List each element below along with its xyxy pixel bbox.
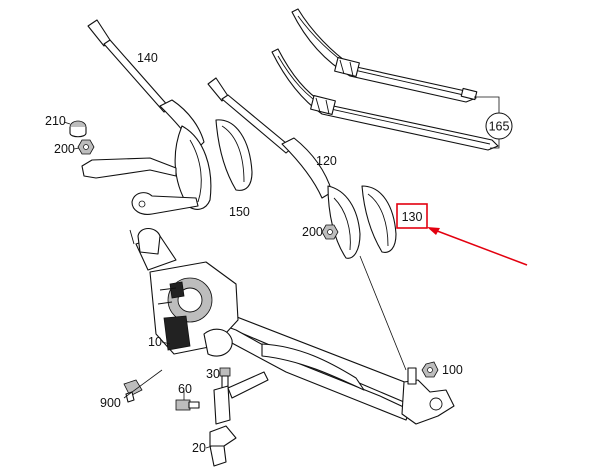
bolt-30 [219,367,231,389]
leader-200-left [73,147,80,150]
cap-210 [69,120,87,138]
cover-cap-130 [361,185,397,253]
nut-200-right [321,224,339,240]
callout-200-right: 200 [302,225,323,239]
leader-210 [63,121,71,125]
callout-130: 130 [402,210,423,224]
leader-pivot-right [359,255,407,371]
callout-120: 120 [316,154,337,168]
nut-200-left [77,139,95,155]
callout-10: 10 [148,335,162,349]
callout-165: 165 [489,120,510,134]
wiper-blade-lower [271,48,499,151]
mounting-bracket [213,371,269,425]
bracket-20 [209,425,237,467]
highlight-box-130 [396,203,428,229]
callout-circle-165 [485,112,513,140]
nut-100 [421,361,439,378]
screw-60 [175,399,200,411]
crank-linkage [81,157,199,215]
wiper-arm-right [207,77,361,259]
callout-200-left: 200 [54,142,75,156]
wiper-blade-upper [291,8,478,103]
wiper-motor [149,261,239,357]
callout-210: 210 [45,114,66,128]
callout-20: 20 [192,441,206,455]
callout-100: 100 [442,363,463,377]
callout-150: 150 [229,205,250,219]
leader-900 [123,369,163,399]
callout-900: 900 [100,396,121,410]
cover-cap-150 [215,119,253,191]
leader-20 [205,445,213,449]
leader-10 [161,341,171,345]
plug-900 [123,379,143,403]
callout-60: 60 [178,382,192,396]
callout-140: 140 [137,51,158,65]
callout-30: 30 [206,367,220,381]
red-pointer-arrow [427,227,528,266]
wiper-arm-left [87,19,212,210]
